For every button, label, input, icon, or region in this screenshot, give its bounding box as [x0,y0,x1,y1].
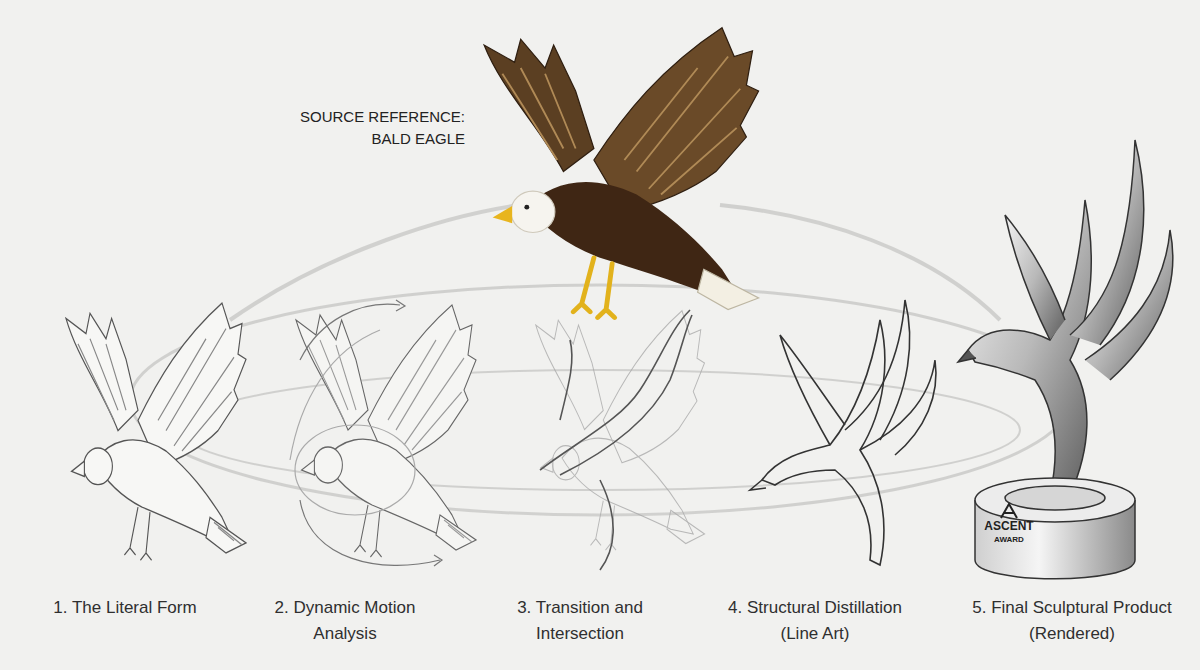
step-label: 4. Structural Distillation (Line Art) [712,595,918,646]
step-label: 2. Dynamic Motion Analysis [257,595,433,646]
step-label: 3. Transition and Intersection [492,595,668,646]
trophy-text: AWARD [978,535,1040,545]
source-label: SOURCE REFERENCE: BALD EAGLE [270,106,465,150]
trophy-text: ASCENT [978,519,1040,533]
step-label: 1. The Literal Form [25,595,225,621]
step-label: 5. Final Sculptural Product (Rendered) [962,595,1182,646]
